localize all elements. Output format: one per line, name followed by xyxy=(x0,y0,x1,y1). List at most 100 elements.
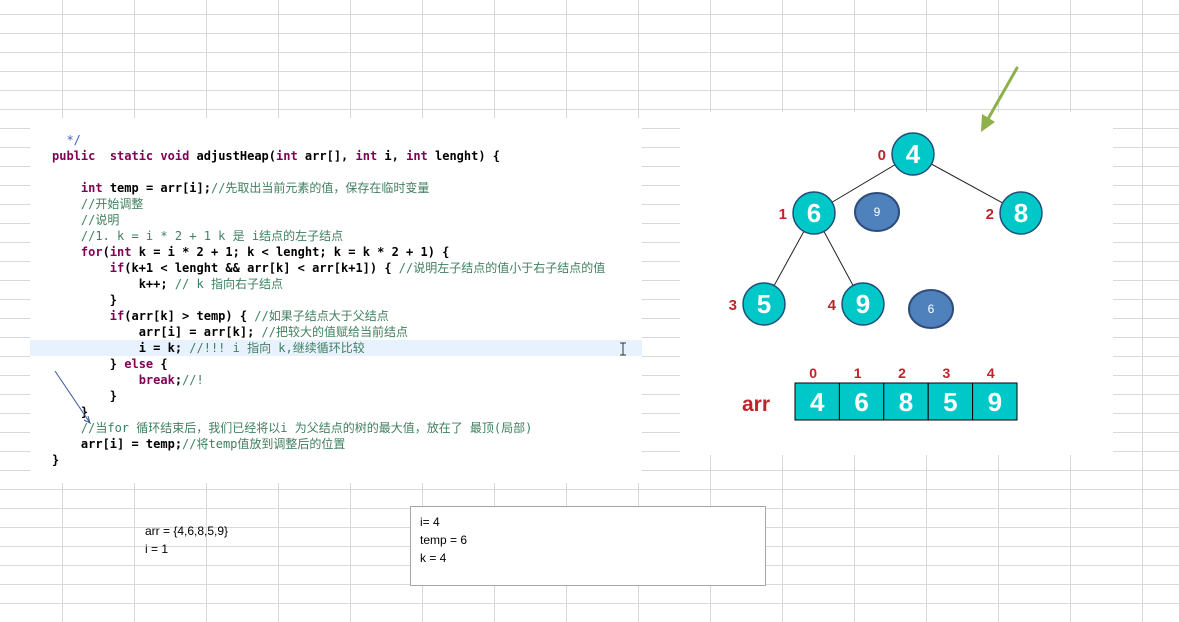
code-keyword: if xyxy=(109,261,125,275)
code-comment: //将temp值放到调整后的位置 xyxy=(182,437,346,451)
note-line: i = 1 xyxy=(145,542,169,556)
code-token: adjustHeap( xyxy=(189,149,277,163)
code-token: { xyxy=(153,357,168,371)
code-token: } xyxy=(52,293,118,307)
code-keyword: break xyxy=(138,373,175,387)
code-line: i = k; //!!! i 指向 k,继续循环比较 xyxy=(52,340,365,356)
code-token xyxy=(52,261,110,275)
code-token xyxy=(52,197,81,211)
code-token xyxy=(52,229,81,243)
code-line: //1. k = i * 2 + 1 k 是 i结点的左子结点 xyxy=(52,228,343,244)
array-cell-value: 5 xyxy=(943,387,957,417)
code-token: arr[i] = arr[k]; xyxy=(52,325,262,339)
code-line: } xyxy=(52,404,88,420)
array-index: 0 xyxy=(809,365,817,381)
code-line: public static void adjustHeap(int arr[],… xyxy=(52,148,500,164)
code-comment: //说明左子结点的值小于右子结点的值 xyxy=(398,261,606,275)
array-cell-value: 6 xyxy=(854,387,868,417)
tree-node-value: 6 xyxy=(807,198,821,228)
array-index: 2 xyxy=(898,365,906,381)
code-keyword: int xyxy=(109,245,132,259)
array-cell-value: 4 xyxy=(810,387,825,417)
code-token xyxy=(52,133,66,147)
array-label: arr xyxy=(742,393,770,416)
code-line: if(arr[k] > temp) { //如果子结点大于父结点 xyxy=(52,308,389,324)
array-index: 4 xyxy=(987,365,995,381)
code-token: ( xyxy=(102,245,110,259)
code-line: int temp = arr[i];//先取出当前元素的值，保存在临时变量 xyxy=(52,180,430,196)
code-token: lenght) { xyxy=(427,149,501,163)
code-line: //说明 xyxy=(52,212,119,228)
code-keyword: void xyxy=(160,149,190,163)
code-token xyxy=(52,181,81,195)
code-token: k++; xyxy=(52,277,175,291)
tree-node-circle xyxy=(742,282,786,326)
code-comment: // k 指向右子结点 xyxy=(174,277,283,291)
tree-node-index: 0 xyxy=(878,147,886,164)
code-keyword: static xyxy=(109,149,154,163)
code-keyword: public xyxy=(52,149,96,163)
tree-node-circle xyxy=(792,191,836,235)
notes-initial-state: arr = {4,6,8,5,9} i = 1 xyxy=(145,522,228,558)
note-line: arr = {4,6,8,5,9} xyxy=(145,524,229,538)
tree-node-value: 8 xyxy=(1014,198,1028,228)
code-keyword: int xyxy=(355,149,378,163)
code-line: arr[i] = arr[k]; //把较大的值赋给当前结点 xyxy=(52,324,408,340)
code-token: (arr[k] > temp) { xyxy=(124,309,255,323)
tree-node-index: 4 xyxy=(828,297,837,314)
array-cell-value: 9 xyxy=(988,387,1002,417)
code-line: } xyxy=(52,388,117,404)
code-token: k = i * 2 + 1; k < lenght; k = k * 2 + 1… xyxy=(131,245,450,259)
code-comment: //!!! i 指向 k,继续循环比较 xyxy=(189,341,365,355)
code-line: //开始调整 xyxy=(52,196,143,212)
code-panel: */public static void adjustHeap(int arr[… xyxy=(30,118,642,483)
code-keyword: int xyxy=(276,149,298,163)
code-keyword: for xyxy=(80,245,103,259)
code-keyword: int xyxy=(406,149,428,163)
code-comment: //! xyxy=(182,373,204,387)
code-line: //当for 循环结束后，我们已经将以i 为父结点的树的最大值，放在了 最顶(局… xyxy=(52,420,532,436)
code-keyword: if xyxy=(109,309,125,323)
code-token xyxy=(95,149,109,163)
code-token: arr[], xyxy=(297,149,356,163)
code-comment: //如果子结点大于父结点 xyxy=(254,309,389,323)
code-keyword: else xyxy=(124,357,154,371)
code-token: i, xyxy=(377,149,407,163)
code-token xyxy=(52,245,81,259)
code-line: break;//! xyxy=(52,372,204,388)
code-token: } xyxy=(52,389,118,403)
code-token: i = k; xyxy=(52,341,190,355)
code-token: } xyxy=(52,405,89,419)
code-token: } xyxy=(52,357,125,371)
code-line: if(k+1 < lenght && arr[k] < arr[k+1]) { … xyxy=(52,260,605,276)
code-comment: //先取出当前元素的值，保存在临时变量 xyxy=(210,181,430,195)
code-comment: //开始调整 xyxy=(80,197,144,211)
note-line: i= 4 xyxy=(420,515,440,529)
note-line: temp = 6 xyxy=(420,533,468,547)
code-line: } xyxy=(52,452,59,468)
tree-node-value: 5 xyxy=(757,289,771,319)
code-token: arr[i] = temp; xyxy=(52,437,183,451)
code-comment: //把较大的值赋给当前结点 xyxy=(261,325,408,339)
array-cell-value: 8 xyxy=(899,387,913,417)
code-line: } else { xyxy=(52,356,168,372)
code-token: */ xyxy=(66,133,81,147)
array-cell xyxy=(883,382,929,421)
code-token: (k+1 < lenght && arr[k] < arr[k+1]) { xyxy=(124,261,399,275)
tree-node-circle xyxy=(999,191,1043,235)
code-comment: //说明 xyxy=(80,213,120,227)
note-line: k = 4 xyxy=(420,551,447,565)
tree-node-index: 1 xyxy=(779,206,787,223)
code-line: for(int k = i * 2 + 1; k < lenght; k = k… xyxy=(52,244,450,260)
code-keyword: int xyxy=(80,181,103,195)
array-cell xyxy=(927,382,974,421)
code-token: } xyxy=(52,453,60,467)
tree-node-value: 9 xyxy=(856,289,870,319)
temp-node-value: 9 xyxy=(874,205,881,219)
code-token: ; xyxy=(174,373,183,387)
tree-node-circle xyxy=(841,282,885,326)
code-token xyxy=(52,213,81,227)
tree-node-circle xyxy=(891,132,935,176)
